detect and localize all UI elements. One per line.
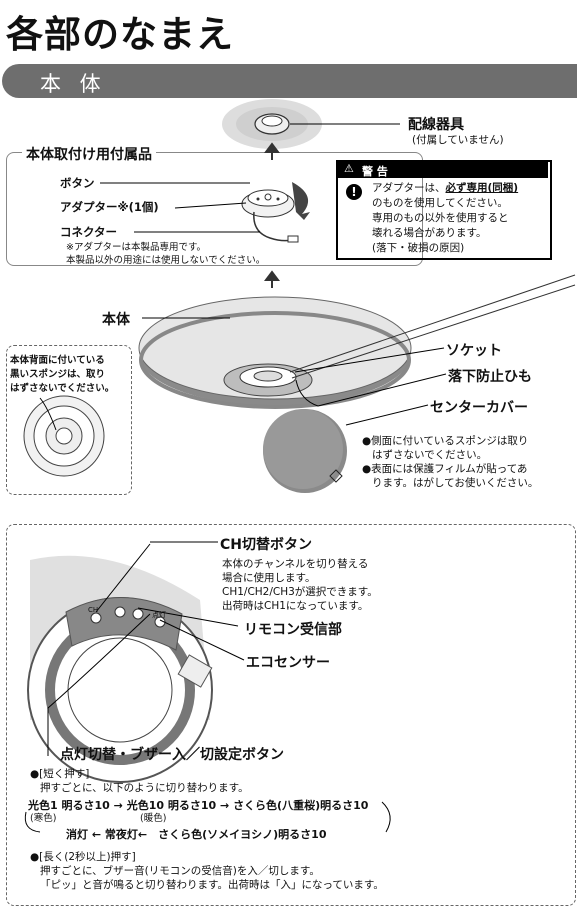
light-button-title: 点灯切替・ブザー入／切設定ボタン	[60, 747, 284, 763]
up-arrow-icon	[264, 270, 280, 288]
button-detail-box	[6, 524, 576, 906]
ch-desc-3: CH1/CH2/CH3が選択できます。	[222, 586, 378, 598]
ch-button-title: CH切替ボタン	[220, 537, 312, 553]
warning-box	[336, 160, 552, 260]
button-label: ボタン	[60, 176, 95, 190]
adapter-note-1: ※アダプターは本製品専用です。	[66, 242, 207, 253]
sequence-row-1: 光色1 明るさ10 → 光色10 明るさ10 → さくら色(八重桜)明るさ10	[28, 799, 369, 812]
sponge-line1: 本体背面に付いている	[10, 355, 105, 366]
accessory-heading: 本体取付け用付属品	[22, 144, 156, 164]
seq2-sub: (暖色)	[140, 813, 167, 824]
accessory-box	[6, 152, 423, 266]
adapter-note-2: 本製品以外の用途には使用しないでください。	[66, 255, 266, 266]
short-press-label: ●[短く押す]	[30, 768, 90, 780]
warning-line2: のものを使用してください。	[372, 197, 508, 209]
center-cover-label: センターカバー	[430, 400, 528, 416]
ch-desc-2: 場合に使用します。	[222, 572, 316, 584]
mode-mark: 点灯	[152, 611, 166, 619]
connector-label: コネクター	[60, 225, 118, 239]
sponge-line3: はずさないでください。	[10, 383, 115, 394]
long-press-desc-1: 押すごとに、ブザー音(リモコンの受信音)を入／切します。	[40, 865, 320, 877]
socket-label: ソケット	[446, 343, 502, 359]
up-arrow-icon	[264, 142, 280, 160]
eco-sensor-label: エコセンサー	[246, 655, 330, 671]
body-label: 本体	[102, 312, 130, 328]
sequence-row-2: 消灯 ← 常夜灯← さくら色(ソメイヨシノ)明るさ10	[66, 828, 327, 841]
warning-line3: 専用のもの以外を使用すると	[372, 212, 509, 224]
ch-desc-1: 本体のチャンネルを切り替える	[222, 558, 369, 570]
warning-line5: (落下・破損の原因)	[372, 242, 465, 254]
sponge-box	[6, 345, 132, 495]
sponge-back-icon	[23, 395, 105, 477]
note-1a: ●側面に付いているスポンジは取り	[362, 435, 529, 447]
sponge-line2: 黒いスポンジは、取り	[10, 369, 106, 380]
remote-receiver-label: リモコン受信部	[244, 622, 342, 638]
note-2a: ●表面には保護フィルムが貼ってあ	[362, 463, 528, 475]
adapter-icon	[241, 182, 310, 243]
fall-string-label: 落下防止ひも	[448, 369, 532, 385]
note-1b: はずさないでください。	[372, 449, 488, 461]
page-title: 各部のなまえ	[6, 13, 234, 56]
short-press-desc: 押すごとに、以下のように切り替わります。	[40, 782, 249, 794]
adapter-label: アダプター※(1個)	[60, 200, 159, 214]
ch-desc-4: 出荷時はCH1になっています。	[222, 600, 369, 612]
warning-header	[338, 162, 548, 178]
section-bar-label: 本 体	[40, 72, 107, 96]
control-detail-illustration	[27, 555, 213, 783]
long-press-label: ●[長く(2秒以上)押す]	[30, 851, 136, 863]
warning-title: 警 告	[362, 165, 388, 178]
section-bar	[2, 64, 577, 98]
wiring-note: (付属していません)	[412, 134, 504, 146]
warning-line1: アダプターは、必ず専用(同梱)	[372, 182, 519, 194]
note-2b: ります。はがしてお使いください。	[372, 477, 539, 489]
warning-line4: 壊れる場合があります。	[372, 227, 487, 239]
center-cover-icon	[263, 409, 347, 493]
ch-mark: CH	[88, 606, 99, 614]
seq1-sub: (寒色)	[30, 813, 57, 824]
main-body-illustration	[138, 274, 576, 409]
warning-icon: ⚠	[344, 162, 354, 175]
exclamation-icon: !	[346, 184, 362, 200]
wiring-label: 配線器具	[408, 117, 464, 133]
long-press-desc-2: 「ピッ」と音が鳴ると切り替わります。出荷時は「入」になっています。	[40, 879, 384, 891]
